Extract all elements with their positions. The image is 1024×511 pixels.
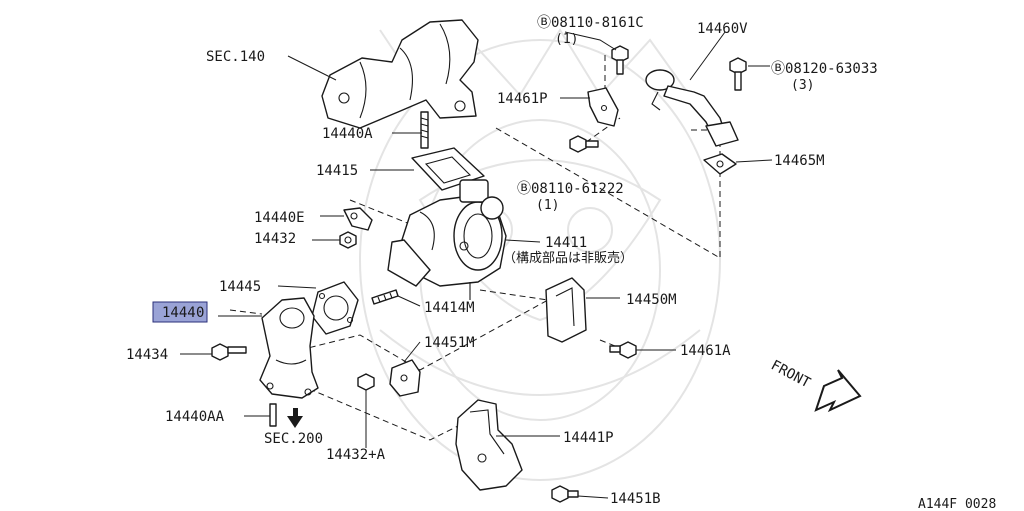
bolt-08120-63033 [729, 57, 747, 91]
leader-lines [180, 31, 773, 499]
gasket-14465m [703, 153, 737, 175]
label-sec-140[interactable]: SEC.140 [206, 49, 265, 65]
bolt-14451b [551, 485, 579, 503]
down-arrow-icon [287, 408, 303, 428]
label-bolt-08110-61222[interactable]: Ⓑ08110-61222 [517, 181, 624, 197]
bracket-14440e [343, 207, 373, 231]
label-14440aa[interactable]: 14440AA [165, 409, 225, 425]
bracket-14461p [587, 87, 619, 127]
label-14440-highlighted[interactable]: 1444 [162, 305, 196, 321]
label-14465m[interactable]: 14465M [774, 153, 825, 169]
label-14440a[interactable]: 14440A [322, 126, 373, 142]
label-bolt-08120-63033[interactable]: Ⓑ08120-63033 [771, 61, 878, 77]
bolt-14434 [211, 343, 247, 361]
exhaust-outlet-14440 [259, 297, 319, 399]
label-14445[interactable]: 14445 [219, 279, 261, 295]
turbocharger [387, 179, 507, 300]
bracket-14451m [389, 359, 421, 397]
stud-14440a [420, 111, 429, 149]
front-arrow-icon [814, 369, 862, 413]
label-bolt-08110-8161c[interactable]: Ⓑ08110-8161C [537, 15, 644, 31]
exhaust-manifold [321, 19, 479, 129]
label-14414m[interactable]: 14414M [424, 300, 475, 316]
label-14440e[interactable]: 14440E [254, 210, 305, 226]
label-front: FRONT [768, 357, 813, 391]
label-14432a[interactable]: 14432+A [326, 447, 386, 463]
label-14460v[interactable]: 14460V [697, 21, 748, 37]
nut-14432 [339, 231, 357, 249]
label-14450m[interactable]: 14450M [626, 292, 677, 308]
label-14461p[interactable]: 14461P [497, 91, 548, 107]
heat-shield-14441p [455, 399, 523, 491]
nut-14432a [357, 373, 375, 391]
label-14451b[interactable]: 14451B [610, 491, 661, 507]
label-bolt-08110-61222-qty: (1) [536, 198, 559, 213]
label-14432[interactable]: 14432 [254, 231, 296, 247]
label-14411[interactable]: 14411 [545, 235, 587, 251]
label-sec-200[interactable]: SEC.200 [264, 431, 323, 447]
diagram-code: A144F 0028 [918, 497, 996, 511]
label-14434[interactable]: 14434 [126, 347, 168, 363]
label-bolt-08110-8161c-qty: (1) [555, 32, 578, 47]
selected-part-highlight [152, 301, 208, 323]
oil-pipe-14460v [645, 69, 739, 147]
label-14411-note: （構成部品は非販売） [503, 250, 633, 266]
label-14441p[interactable]: 14441P [563, 430, 614, 446]
stud-14414m [371, 289, 399, 305]
label-14461a[interactable]: 14461A [680, 343, 731, 359]
part-labels: SEC.140 Ⓑ08110-8161C (1) 14460V Ⓑ08120-6… [126, 15, 996, 511]
label-14440-tail[interactable]: 0 [196, 305, 204, 321]
label-14451m[interactable]: 14451M [424, 335, 475, 351]
gasket-14445 [311, 281, 359, 335]
bolt-08110-61222 [569, 135, 599, 153]
heat-shield-14450m [545, 277, 587, 343]
label-14415[interactable]: 14415 [316, 163, 358, 179]
bolt-14461a [609, 341, 637, 359]
label-bolt-08120-63033-qty: (3) [791, 78, 814, 93]
stud-14440aa [269, 403, 277, 427]
